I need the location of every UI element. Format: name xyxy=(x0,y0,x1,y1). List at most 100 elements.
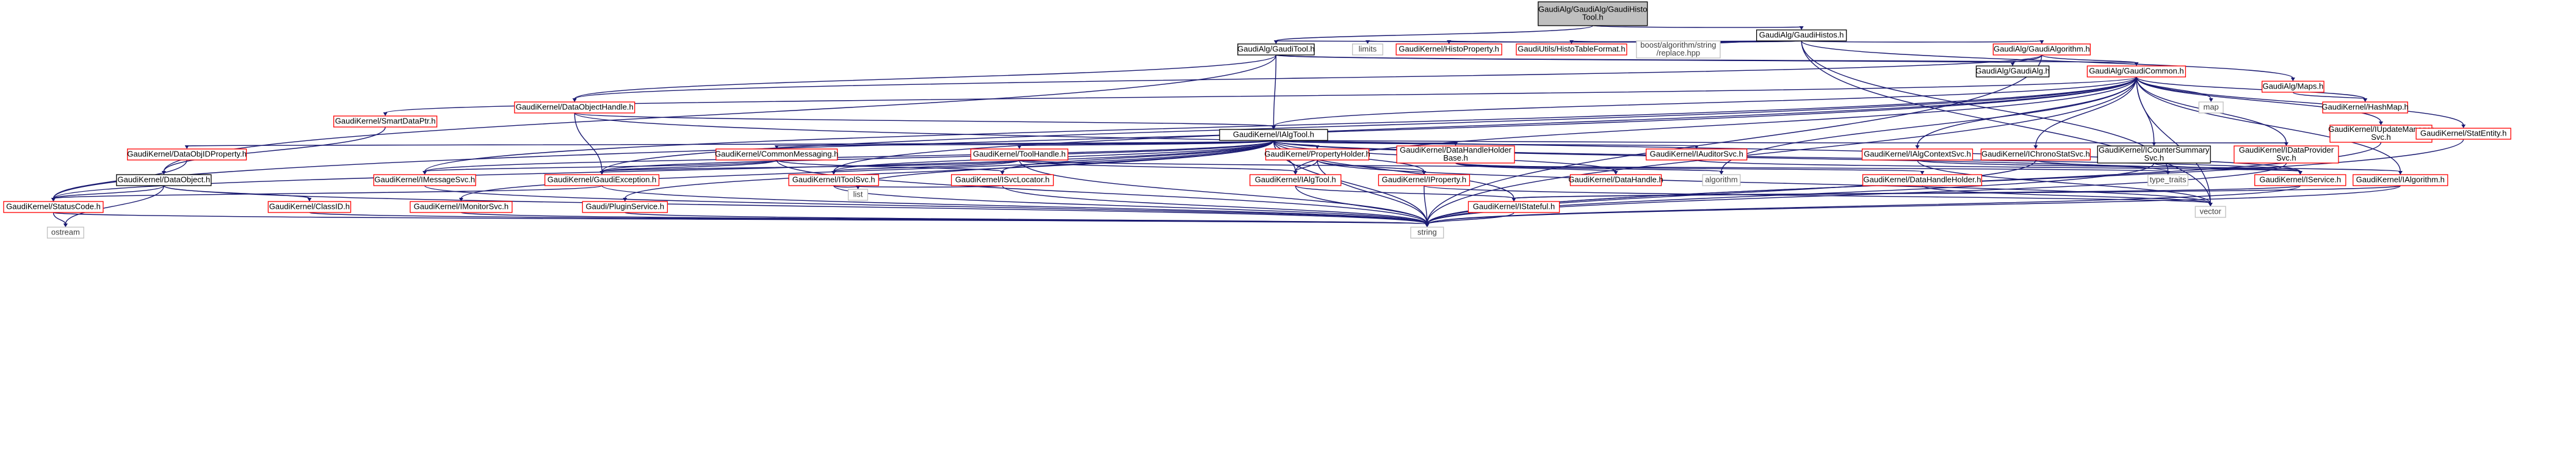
node-histoprop[interactable]: GaudiKernel/HistoProperty.h xyxy=(1395,43,1502,56)
node-box-gaudialg xyxy=(1975,65,2050,78)
edge-toolhandle-to-gaudiexception xyxy=(601,159,1020,172)
edge-dataobject-to-classid xyxy=(163,185,310,199)
node-gaudiexception[interactable]: GaudiKernel/GaudiException.h xyxy=(544,174,660,186)
edge-ialgtool-to-imonitorsvc xyxy=(460,140,1275,199)
node-box-iproperty xyxy=(1378,174,1471,186)
node-dataobjhandle[interactable]: GaudiKernel/DataObjectHandle.h xyxy=(514,101,635,114)
edge-gaudihistos-to-maps xyxy=(1801,40,2294,79)
node-box-dataobjhandle xyxy=(514,101,635,114)
node-maps[interactable]: GaudiAlg/Maps.h xyxy=(2261,81,2325,93)
edge-ialgtool-to-dataobjidprop xyxy=(186,140,1275,147)
arrowhead-gaudicommon-to-statentity xyxy=(2461,125,2466,128)
node-label-datahandle: GaudiKernel/DataHandle.h xyxy=(1568,175,1663,184)
edge-istateful-to-string xyxy=(1427,212,1514,225)
edge-ialgtool-to-toolhandle xyxy=(1019,140,1275,147)
node-label-datahandleholderbase: Base.h xyxy=(1443,153,1467,162)
arrowhead-datahandleholderbase-to-algorithm xyxy=(1719,171,1724,175)
node-imonitorsvc[interactable]: GaudiKernel/IMonitorSvc.h xyxy=(410,201,513,213)
node-datahandle[interactable]: GaudiKernel/DataHandle.h xyxy=(1568,174,1663,186)
node-box-gaudiexception xyxy=(544,174,660,186)
node-label-gauditool: GaudiAlg/GaudiTool.h xyxy=(1237,45,1314,54)
edge-ialgorithm-to-string xyxy=(1427,185,2401,225)
node-label-dataobject: GaudiKernel/DataObject.h xyxy=(117,175,210,184)
node-gaudialg[interactable]: GaudiAlg/GaudiAlg.h xyxy=(1975,65,2050,78)
node-gaudihistos[interactable]: GaudiAlg/GaudiHistos.h xyxy=(1756,29,1847,42)
edge-gaudiexception-to-statuscode xyxy=(52,185,602,199)
node-statuscode[interactable]: GaudiKernel/StatusCode.h xyxy=(3,201,104,213)
node-datahandleholder[interactable]: GaudiKernel/DataHandleHolder.h xyxy=(1862,174,1983,186)
node-label-statentity: GaudiKernel/StatEntity.h xyxy=(2420,129,2506,138)
edge-root-to-gauditool xyxy=(1275,25,1593,42)
node-box-map xyxy=(2198,101,2224,114)
node-label-gaudialgorithm: GaudiAlg/GaudiAlgorithm.h xyxy=(1994,45,2090,54)
node-label-gaudihistos: GaudiAlg/GaudiHistos.h xyxy=(1759,31,1844,40)
node-smartdataptr[interactable]: GaudiKernel/SmartDataPtr.h xyxy=(333,115,438,128)
edge-ialgorithm-to-istateful xyxy=(1513,185,2401,199)
node-statentity[interactable]: GaudiKernel/StatEntity.h xyxy=(2415,128,2511,140)
node-ialgcontextsvc[interactable]: GaudiKernel/IAlgContextSvc.h xyxy=(1861,148,1974,161)
node-isvclocator[interactable]: GaudiKernel/ISvcLocator.h xyxy=(950,174,1054,186)
node-label-ichronostatsvc: GaudiKernel/IChronoStatSvc.h xyxy=(1981,150,2090,159)
node-histotable[interactable]: GaudiUtils/HistoTableFormat.h xyxy=(1516,43,1627,56)
node-label-datahandleholder: GaudiKernel/DataHandleHolder.h xyxy=(1864,175,1981,184)
node-box-limits xyxy=(1351,43,1383,56)
node-box-classid xyxy=(267,201,352,213)
node-dataobject[interactable]: GaudiKernel/DataObject.h xyxy=(116,174,212,186)
node-box-datahandleholderbase xyxy=(1396,145,1515,164)
node-box-isvclocator xyxy=(950,174,1054,186)
node-iproperty[interactable]: GaudiKernel/IProperty.h xyxy=(1378,174,1471,186)
node-classid[interactable]: GaudiKernel/ClassID.h xyxy=(267,201,352,213)
node-propholder[interactable]: GaudiKernel/PropertyHolder.h xyxy=(1264,148,1370,161)
node-pluginservice[interactable]: Gaudi/PluginService.h xyxy=(582,201,668,213)
node-ichronostatsvc[interactable]: GaudiKernel/IChronoStatSvc.h xyxy=(1980,148,2091,161)
edge-gaudihistos-to-vector xyxy=(1801,40,2211,204)
arrowhead-gaudicommon-to-iupdatemgr xyxy=(2378,122,2383,125)
node-itoolsvc[interactable]: GaudiKernel/IToolSvc.h xyxy=(788,174,879,186)
arrowhead-gaudihistos-to-maps xyxy=(2290,78,2295,81)
node-toolhandle[interactable]: GaudiKernel/ToolHandle.h xyxy=(970,148,1069,161)
node-box-itoolsvc xyxy=(788,174,879,186)
node-label-dataobjhandle: GaudiKernel/DataObjectHandle.h xyxy=(516,103,634,112)
node-ialgtool[interactable]: GaudiKernel/IAlgTool.h xyxy=(1219,129,1328,141)
edge-gaudialgorithm-to-gaudicommon xyxy=(2041,54,2137,64)
node-gaudicommon[interactable]: GaudiAlg/GaudiCommon.h xyxy=(2086,65,2187,78)
node-iservice[interactable]: GaudiKernel/IService.h xyxy=(2254,174,2346,186)
arrowhead-dataobjhandle-to-ialgtool xyxy=(1271,126,1276,129)
node-gaudialgorithm[interactable]: GaudiAlg/GaudiAlgorithm.h xyxy=(1992,43,2091,56)
node-label-toolhandle: GaudiKernel/ToolHandle.h xyxy=(973,150,1066,159)
node-label-smartdataptr: GaudiKernel/SmartDataPtr.h xyxy=(335,117,436,126)
edge-gaudialgorithm-to-string xyxy=(1427,54,2042,225)
edge-toolhandle-to-ialgtoolgaudi xyxy=(1019,159,1296,172)
node-dataobjidprop[interactable]: GaudiKernel/DataObjIDProperty.h xyxy=(127,148,247,161)
node-label-iservice: GaudiKernel/IService.h xyxy=(2259,175,2341,184)
node-gauditool[interactable]: GaudiAlg/GaudiTool.h xyxy=(1237,43,1315,56)
node-hashmap[interactable]: GaudiKernel/HashMap.h xyxy=(2321,101,2409,114)
node-imessagesvc[interactable]: GaudiKernel/IMessageSvc.h xyxy=(373,174,476,186)
node-box-idataprovider xyxy=(2234,145,2339,164)
node-label-dataobjidprop: GaudiKernel/DataObjIDProperty.h xyxy=(127,150,247,159)
arrowhead-root-to-gaudihistos xyxy=(1799,26,1804,30)
node-box-iservice xyxy=(2254,174,2346,186)
node-iauditorsvc[interactable]: GaudiKernel/IAuditorSvc.h xyxy=(1646,148,1748,161)
edge-ialgcontextsvc-to-vector xyxy=(1917,159,2211,204)
edge-gaudicommon-to-iupdatemgr xyxy=(2136,76,2382,123)
node-commonmsg[interactable]: GaudiKernel/CommonMessaging.h xyxy=(715,148,838,161)
edge-ialgtool-to-commonmsg xyxy=(776,140,1275,147)
node-label-gaudicommon: GaudiAlg/GaudiCommon.h xyxy=(2089,67,2183,76)
node-istateful[interactable]: GaudiKernel/IStateful.h xyxy=(1467,201,1560,213)
edge-smartdataptr-to-dataobject xyxy=(163,126,386,172)
node-box-imonitorsvc xyxy=(410,201,513,213)
arrowhead-ialgtool-to-commonmsg xyxy=(774,145,779,149)
edge-pluginservice-to-string xyxy=(624,212,1428,225)
arrowhead-gaudicommon-to-map xyxy=(2209,98,2213,102)
node-typetraits: type_traits xyxy=(2147,174,2189,186)
edge-root-to-gaudihistos xyxy=(1592,25,1802,28)
node-ialgtoolgaudi[interactable]: GaudiKernel/IAlgTool.h xyxy=(1249,174,1342,186)
node-ialgorithm[interactable]: GaudiKernel/IAlgorithm.h xyxy=(2353,174,2448,186)
